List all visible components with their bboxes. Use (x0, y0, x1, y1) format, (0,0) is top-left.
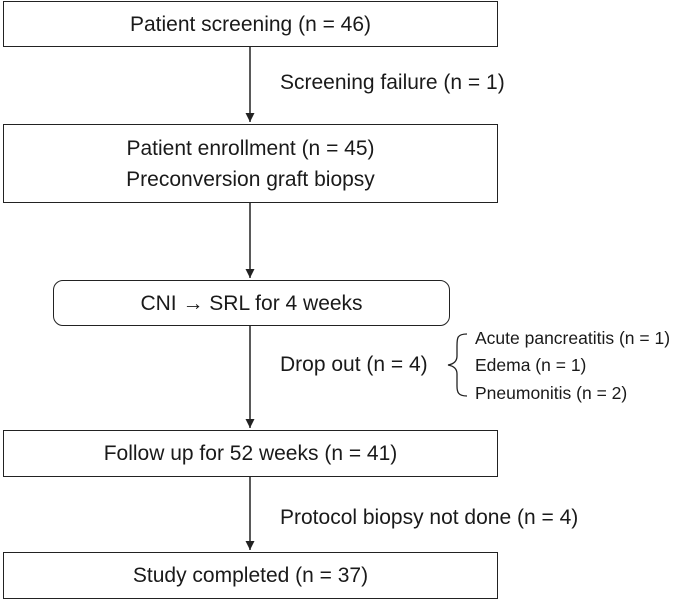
curly-brace (447, 333, 468, 397)
box-patient-screening: Patient screening (n = 46) (3, 1, 498, 47)
screening-text: Patient screening (n = 46) (129, 12, 372, 36)
label-protocol-biopsy: Protocol biopsy not done (n = 4) (280, 506, 579, 529)
box-study-completed: Study completed (n = 37) (3, 552, 498, 599)
followup-text: Follow up for 52 weeks (n = 41) (103, 442, 398, 465)
biopsy-text: Preconversion graft biopsy (126, 167, 375, 191)
box-conversion: CNI → SRL for 4 weeks (53, 280, 450, 326)
box-follow-up: Follow up for 52 weeks (n = 41) (3, 430, 498, 477)
reason-edema: Edema (n = 1) (475, 355, 587, 375)
enrollment-text: Patient enrollment (n = 45) (126, 136, 375, 160)
label-drop-out: Drop out (n = 4) (280, 353, 428, 376)
reason-pneumonitis: Pneumonitis (n = 2) (475, 383, 628, 403)
completed-text: Study completed (n = 37) (132, 564, 369, 587)
box-patient-enrollment: Patient enrollment (n = 45) Preconversio… (3, 124, 498, 203)
conversion-text: CNI → SRL for 4 weeks (140, 291, 363, 315)
reason-acute-pancreatitis: Acute pancreatitis (n = 1) (475, 328, 671, 348)
label-screening-failure: Screening failure (n = 1) (280, 71, 505, 94)
